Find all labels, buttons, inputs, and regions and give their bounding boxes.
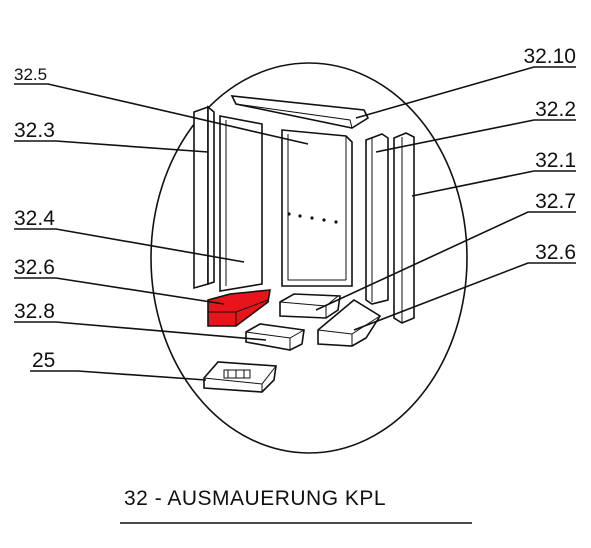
label-32-5: 32.5 xyxy=(14,65,47,84)
part-32-2-right-panel[interactable] xyxy=(365,133,389,305)
part-32-1-side-panel[interactable] xyxy=(393,132,415,324)
part-32-6-left-highlighted[interactable] xyxy=(207,289,271,327)
leader-lines xyxy=(14,66,576,381)
part-32-10-top-brick[interactable] xyxy=(230,95,370,129)
label-32-6-right: 32.6 xyxy=(535,241,576,264)
assembly-outline-oval xyxy=(150,62,468,454)
part-32-8-brick[interactable] xyxy=(245,323,305,351)
diagram-caption: 32 - AUSMAUERUNG KPL xyxy=(124,487,386,510)
label-32-3: 32.3 xyxy=(14,119,55,142)
label-25: 25 xyxy=(32,349,55,372)
part-32-6-right-brick[interactable] xyxy=(317,299,382,347)
part-32-7-brick[interactable] xyxy=(279,293,341,319)
label-32-1: 32.1 xyxy=(535,149,576,172)
label-32-2: 32.2 xyxy=(535,98,576,121)
label-32-4: 32.4 xyxy=(14,207,55,230)
part-32-3-side-panel[interactable] xyxy=(193,105,215,290)
part-25-grate[interactable] xyxy=(203,361,277,393)
label-32-8: 32.8 xyxy=(14,300,55,323)
label-32-6-left: 32.6 xyxy=(14,256,55,279)
part-32-5-rear-panel[interactable] xyxy=(281,129,353,287)
label-32-10: 32.10 xyxy=(523,45,576,68)
label-32-7: 32.7 xyxy=(535,190,576,213)
part-32-4-left-panel[interactable] xyxy=(219,115,263,292)
